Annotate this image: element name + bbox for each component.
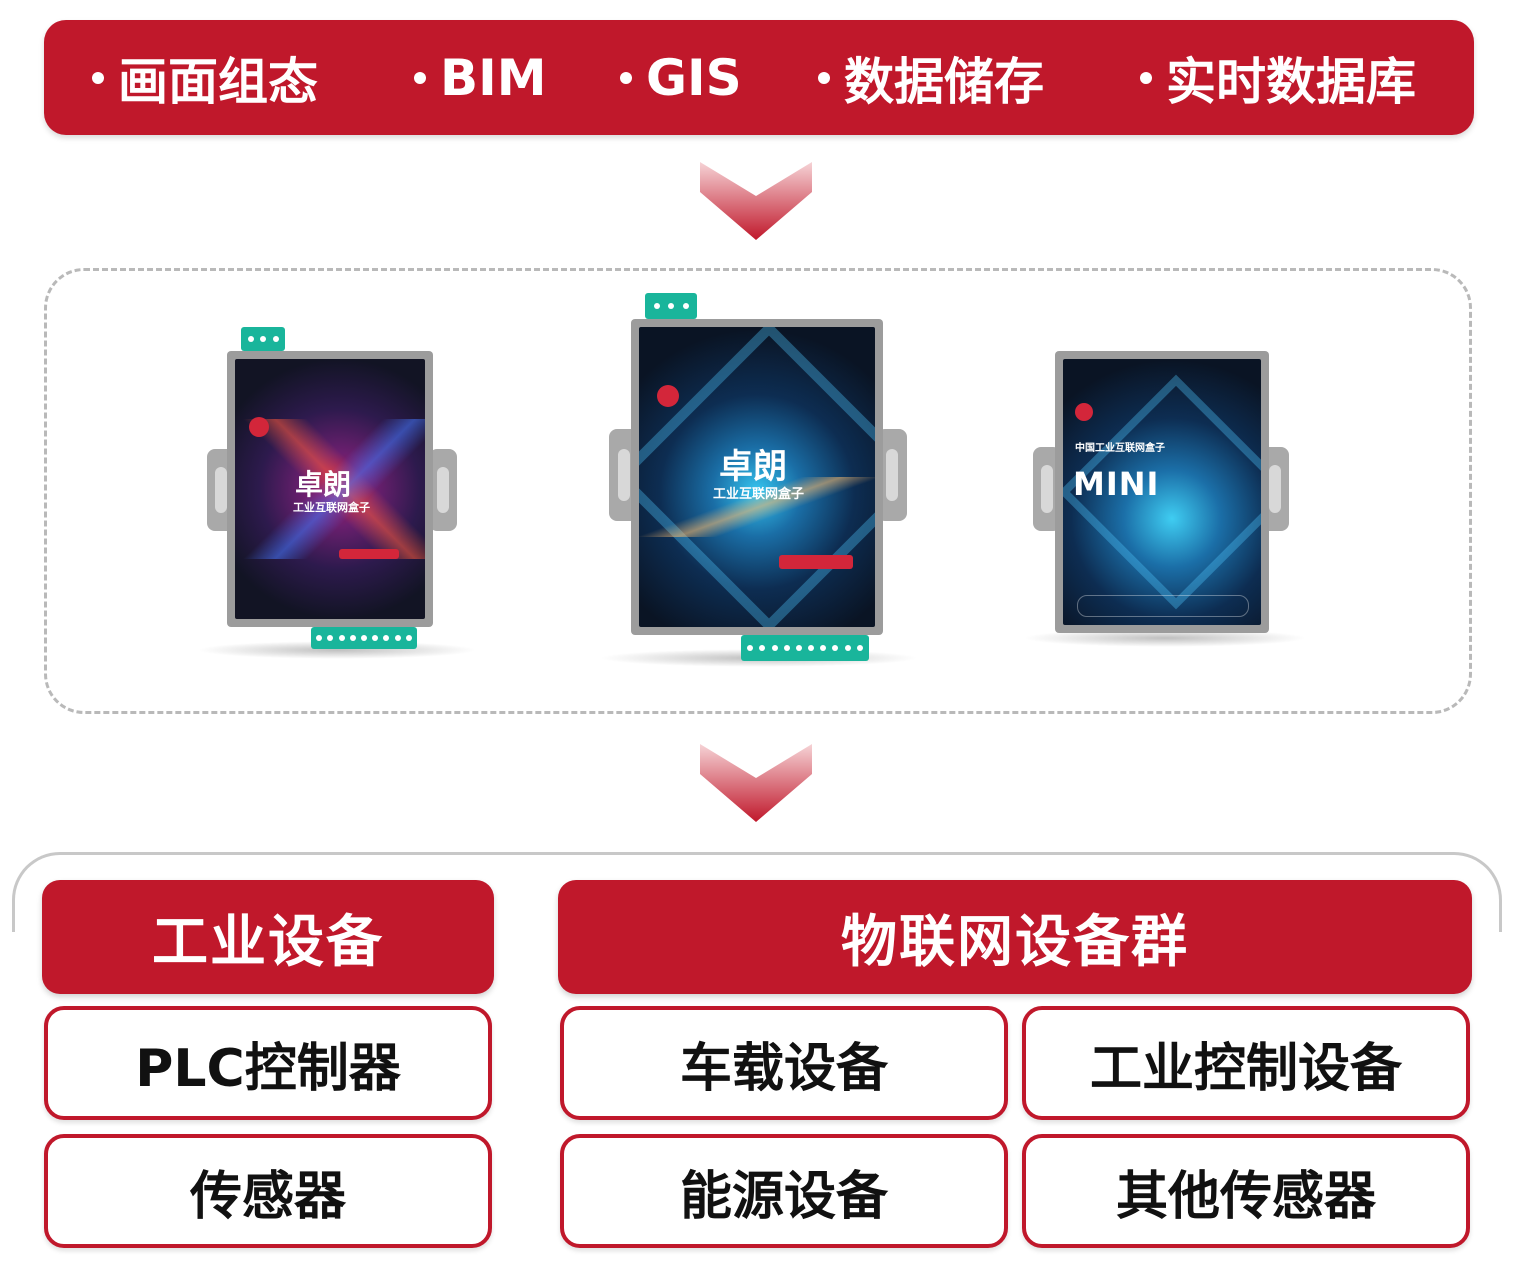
category-item-energy: 能源设备 xyxy=(560,1134,1008,1248)
device-subtitle: 工业互联网盒子 xyxy=(713,487,805,502)
bullet-icon xyxy=(414,71,426,84)
category-item-sensor: 传感器 xyxy=(44,1134,492,1248)
banner-item-storage: 数据储存 xyxy=(818,20,1044,135)
banner-item-label: 实时数据库 xyxy=(1166,52,1416,111)
down-arrow-icon xyxy=(700,744,812,822)
banner-item-label: GIS xyxy=(646,48,742,107)
category-item-vehicle: 车载设备 xyxy=(560,1006,1008,1120)
category-item-other-sensor: 其他传感器 xyxy=(1022,1134,1470,1248)
bullet-icon xyxy=(620,71,632,84)
terminal-block-icon xyxy=(241,327,285,351)
category-item-plc: PLC控制器 xyxy=(44,1006,492,1120)
category-header-iot: 物联网设备群 xyxy=(558,880,1472,994)
device-subtitle: 工业互联网盒子 xyxy=(293,501,370,514)
logo-icon xyxy=(249,417,269,437)
banner-item-scada: 画面组态 xyxy=(92,20,318,135)
banner-item-gis: GIS xyxy=(620,20,742,135)
mount-ear-icon xyxy=(429,449,457,531)
device-tag xyxy=(779,555,853,569)
banner-item-label: 数据储存 xyxy=(844,52,1044,111)
device-brand: MINI xyxy=(1073,465,1160,503)
terminal-block-icon xyxy=(311,627,417,649)
category-item-industrial-control: 工业控制设备 xyxy=(1022,1006,1470,1120)
terminal-block-icon xyxy=(645,293,697,319)
logo-icon xyxy=(1075,403,1093,421)
category-header-industrial: 工业设备 xyxy=(42,880,494,994)
bullet-icon xyxy=(92,71,104,84)
device-shadow xyxy=(1023,629,1307,647)
device-face: 卓朗 工业互联网盒子 xyxy=(639,327,875,627)
bottom-bracket xyxy=(12,852,1502,932)
bullet-icon xyxy=(818,71,830,84)
top-banner: 画面组态 BIM GIS 数据储存 实时数据库 xyxy=(44,20,1474,135)
terminal-block-icon xyxy=(741,635,869,661)
banner-item-label: BIM xyxy=(440,48,547,107)
logo-icon xyxy=(657,385,679,407)
device-body: 中国工业互联网盒子 MINI xyxy=(1055,351,1269,633)
gateway-device-1: 卓朗 工业互联网盒子 xyxy=(197,323,477,663)
device-face: 中国工业互联网盒子 MINI xyxy=(1063,359,1261,625)
device-subtitle: 中国工业互联网盒子 xyxy=(1075,443,1165,454)
banner-item-bim: BIM xyxy=(414,20,546,135)
gateway-device-3: 中国工业互联网盒子 MINI xyxy=(1023,347,1307,647)
down-arrow-icon xyxy=(700,162,812,240)
gateway-device-2: 卓朗 工业互联网盒子 xyxy=(599,289,919,669)
banner-item-realtime-db: 实时数据库 xyxy=(1140,20,1416,135)
device-brand: 卓朗 xyxy=(295,468,352,501)
device-brand: 卓朗 xyxy=(719,447,787,487)
banner-item-label: 画面组态 xyxy=(118,52,318,111)
device-body: 卓朗 工业互联网盒子 xyxy=(227,351,433,627)
device-face: 卓朗 工业互联网盒子 xyxy=(235,359,425,619)
device-body: 卓朗 工业互联网盒子 xyxy=(631,319,883,635)
bullet-icon xyxy=(1140,71,1152,84)
device-tag xyxy=(339,549,399,559)
device-panel: 卓朗 工业互联网盒子 卓朗 工业互联网盒子 xyxy=(44,268,1472,714)
